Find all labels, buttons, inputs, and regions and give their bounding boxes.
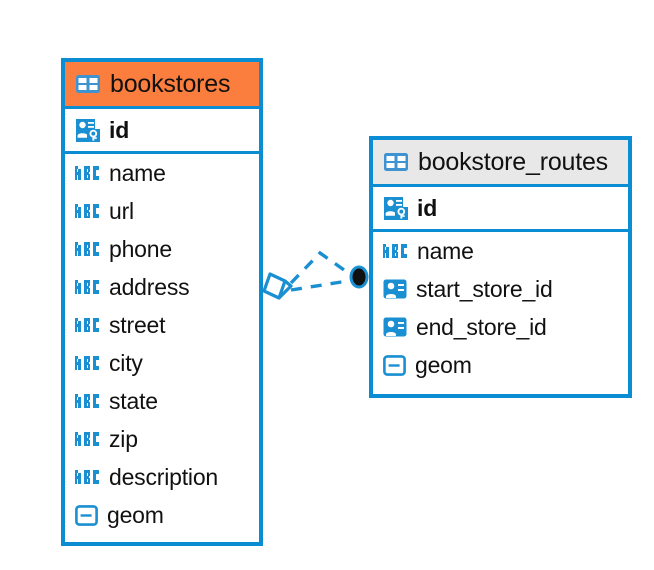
field-name-zip: zip xyxy=(109,425,138,452)
abc-text-icon xyxy=(383,244,407,258)
field-name-name: name xyxy=(109,159,166,186)
field-row-zip[interactable]: zip xyxy=(65,420,259,458)
entity-bookstores[interactable]: bookstores id name xyxy=(61,58,263,546)
field-row-routes-geom[interactable]: geom xyxy=(373,346,628,384)
primary-key-icon xyxy=(384,196,408,220)
field-row-start-store-id[interactable]: start_store_id xyxy=(373,270,628,308)
field-row-description[interactable]: description xyxy=(65,458,259,496)
field-row-address[interactable]: address xyxy=(65,268,259,306)
field-name-start-store-id: start_store_id xyxy=(416,275,553,302)
diamond-marker xyxy=(262,272,293,300)
field-name-address: address xyxy=(109,273,190,300)
field-name-phone: phone xyxy=(109,235,172,262)
geometry-icon xyxy=(383,354,406,376)
field-name-id: id xyxy=(109,116,130,143)
field-row-geom[interactable]: geom xyxy=(65,496,259,534)
field-row-routes-name[interactable]: name xyxy=(373,232,628,270)
entity-title-bookstore-routes: bookstore_routes xyxy=(418,147,608,176)
entity-header-bookstore-routes[interactable]: bookstore_routes xyxy=(373,140,628,187)
field-name-end-store-id: end_store_id xyxy=(416,313,547,340)
abc-text-icon xyxy=(75,470,99,484)
field-row-street[interactable]: street xyxy=(65,306,259,344)
abc-text-icon xyxy=(75,204,99,218)
abc-text-icon xyxy=(75,166,99,180)
table-icon xyxy=(76,75,100,93)
table-icon xyxy=(384,153,408,171)
field-name-routes-name: name xyxy=(417,237,474,264)
field-name-street: street xyxy=(109,311,166,338)
field-row-routes-id[interactable]: id xyxy=(373,187,628,232)
entity-title-bookstores: bookstores xyxy=(110,69,231,98)
geometry-icon xyxy=(75,504,98,526)
foreign-key-icon xyxy=(383,279,407,299)
field-row-phone[interactable]: phone xyxy=(65,230,259,268)
field-name-city: city xyxy=(109,349,143,376)
field-row-url[interactable]: url xyxy=(65,192,259,230)
relationship-line-upper xyxy=(289,250,355,285)
primary-key-icon xyxy=(76,118,100,142)
field-name-routes-geom: geom xyxy=(415,351,472,378)
field-row-end-store-id[interactable]: end_store_id xyxy=(373,308,628,346)
filled-dot-marker xyxy=(349,265,369,289)
entity-header-bookstores[interactable]: bookstores xyxy=(65,62,259,109)
field-row-name[interactable]: name xyxy=(65,154,259,192)
field-name-routes-id: id xyxy=(417,194,438,221)
foreign-key-icon xyxy=(383,317,407,337)
abc-text-icon xyxy=(75,394,99,408)
field-row-id[interactable]: id xyxy=(65,109,259,154)
abc-text-icon xyxy=(75,432,99,446)
field-row-city[interactable]: city xyxy=(65,344,259,382)
abc-text-icon xyxy=(75,280,99,294)
relationship-line-lower xyxy=(290,278,355,292)
field-name-geom: geom xyxy=(107,501,164,528)
field-name-state: state xyxy=(109,387,158,414)
entity-bookstore-routes[interactable]: bookstore_routes id name xyxy=(369,136,632,398)
abc-text-icon xyxy=(75,318,99,332)
field-row-state[interactable]: state xyxy=(65,382,259,420)
abc-text-icon xyxy=(75,242,99,256)
field-name-url: url xyxy=(109,197,134,224)
abc-text-icon xyxy=(75,356,99,370)
field-name-description: description xyxy=(109,463,219,490)
